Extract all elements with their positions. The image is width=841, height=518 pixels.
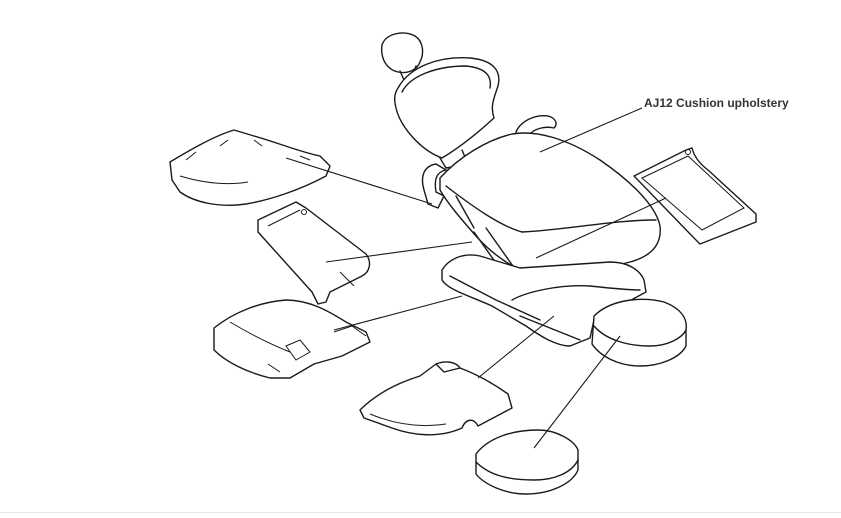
leader-leg-cover	[333, 295, 463, 331]
toe-cushion	[475, 429, 579, 495]
leader-back-cover	[285, 157, 433, 205]
armrest-left	[421, 163, 447, 209]
leader-plate	[325, 241, 473, 263]
bottom-divider	[0, 512, 841, 513]
backrest	[393, 57, 500, 169]
leader-cushion-upholstery	[539, 107, 643, 153]
leader-kick-panel	[535, 197, 667, 259]
leader-toe-cushion	[533, 335, 621, 449]
callout-label: AJ12 Cushion upholstery	[644, 96, 789, 110]
base-foot-cushion	[591, 298, 687, 367]
kick-panel	[633, 147, 757, 245]
leg-cover	[213, 299, 371, 379]
leader-lines	[285, 107, 667, 449]
mounting-plate	[257, 201, 371, 305]
leader-foot-rest	[477, 315, 555, 379]
foot-rest	[359, 361, 513, 436]
back-cover-panel	[169, 129, 331, 206]
